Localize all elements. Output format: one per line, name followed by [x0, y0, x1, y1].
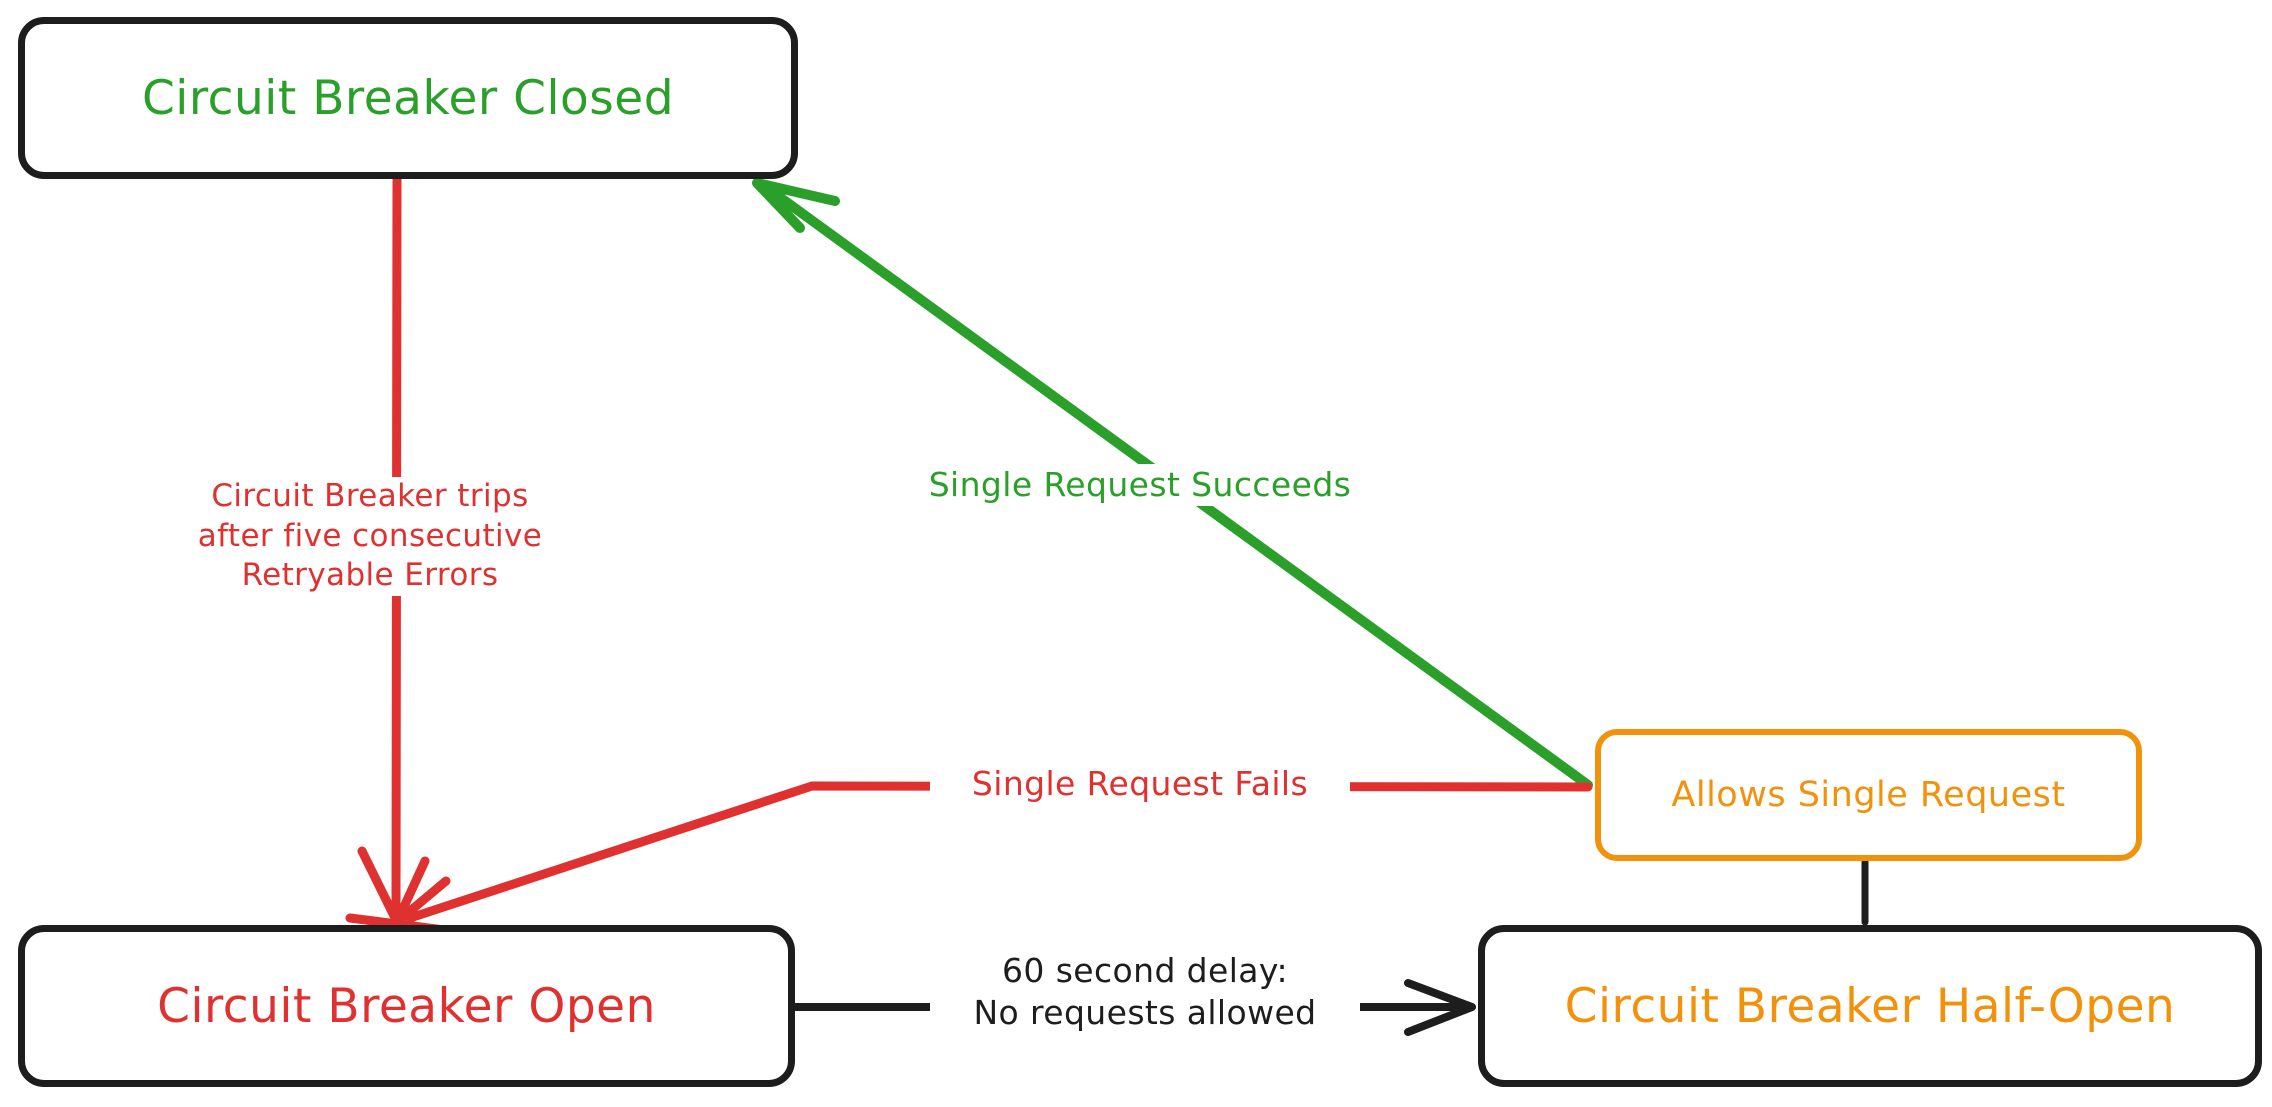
- edge-allows-to-open: [405, 781, 1593, 923]
- node-label-closed: Circuit Breaker Closed: [141, 70, 675, 126]
- edge-label-allows-to-closed: Single Request Succeeds: [905, 464, 1375, 507]
- node-circuit-breaker-open[interactable]: Circuit Breaker Open: [18, 925, 795, 1087]
- node-circuit-breaker-closed[interactable]: Circuit Breaker Closed: [18, 17, 798, 179]
- edge-label-allows-to-open: Single Request Fails: [930, 763, 1350, 806]
- node-label-open: Circuit Breaker Open: [157, 978, 656, 1034]
- node-allows-single-request[interactable]: Allows Single Request: [1595, 729, 2142, 861]
- edge-label-open-to-half-open: 60 second delay: No requests allowed: [930, 950, 1360, 1035]
- edge-label-closed-to-open: Circuit Breaker trips after five consecu…: [150, 477, 590, 597]
- node-label-allows-single-request: Allows Single Request: [1671, 775, 2066, 815]
- node-circuit-breaker-half-open[interactable]: Circuit Breaker Half-Open: [1478, 925, 2262, 1087]
- node-label-half-open: Circuit Breaker Half-Open: [1564, 978, 2176, 1034]
